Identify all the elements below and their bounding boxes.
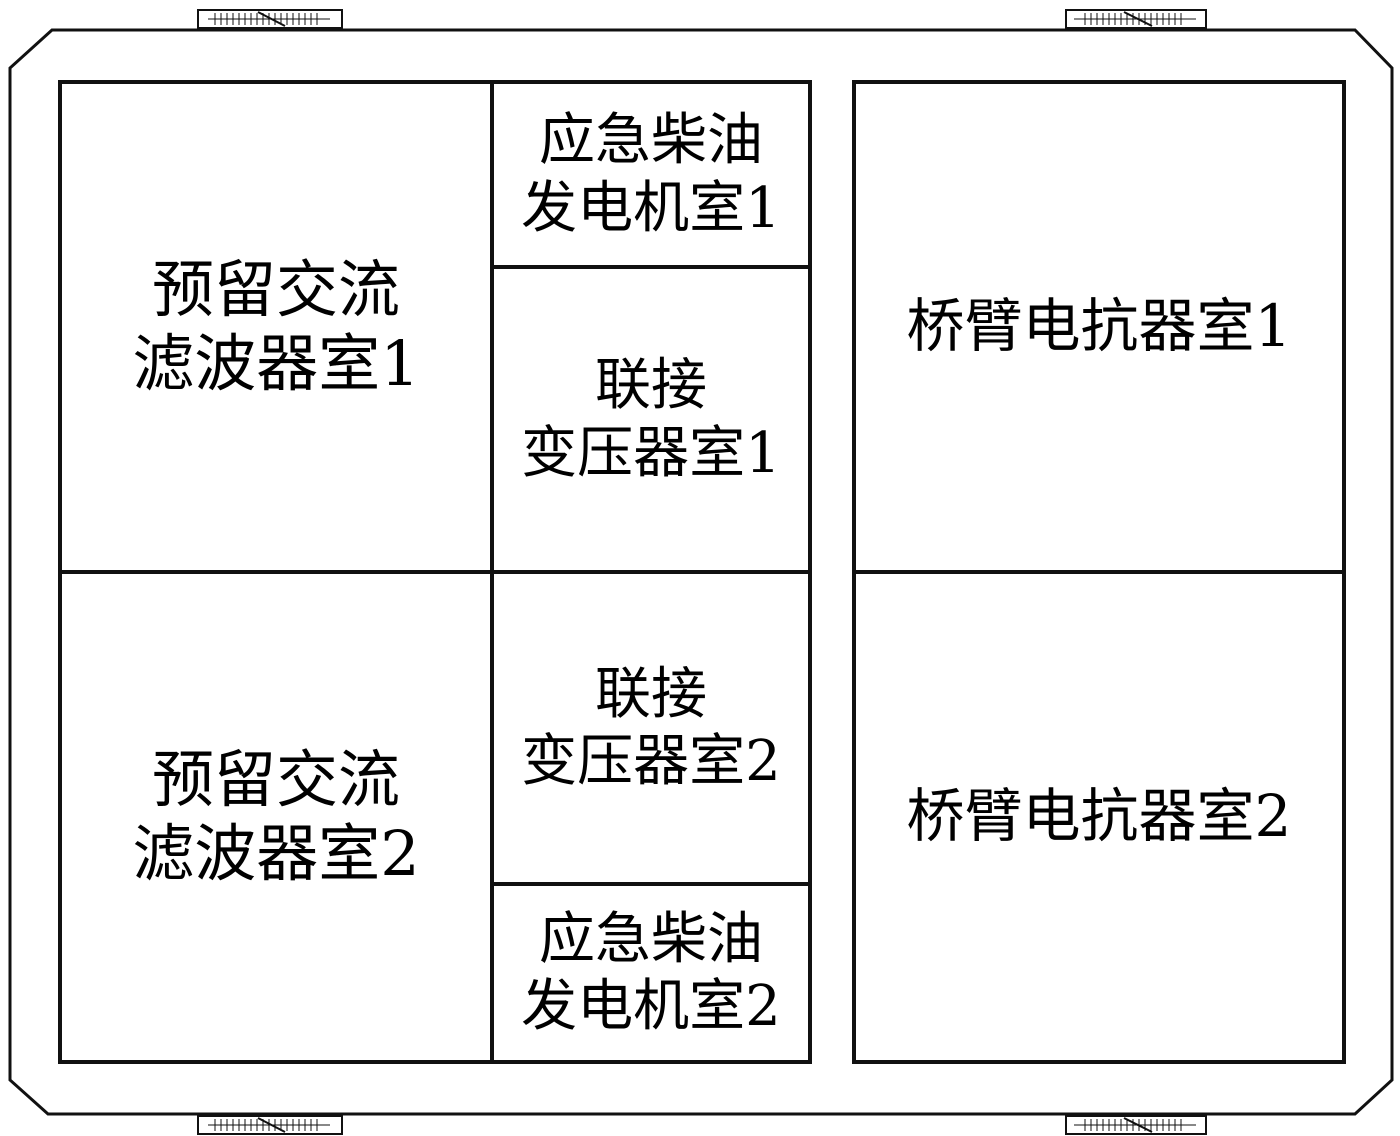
room-label: 桥臂电抗器室1 [907, 292, 1292, 362]
room-label-line-1: 预留交流 [151, 742, 400, 816]
room-label-line-2: 发电机室1 [521, 175, 781, 241]
room-label: 应急柴油 发电机室2 [521, 906, 781, 1040]
room-label-line-2: 滤波器室1 [132, 327, 420, 400]
room-label-line-2: 发电机室2 [521, 974, 781, 1039]
room-label-line-1: 预留交流 [151, 252, 400, 326]
stair-icon [1065, 9, 1207, 29]
room-reactor-2: 桥臂电抗器室2 [852, 570, 1346, 1064]
room-ac-filter-1: 预留交流 滤波器室1 [58, 80, 494, 574]
room-label-line-1: 应急柴油 [538, 906, 763, 972]
stair-icon [197, 1115, 343, 1135]
stair-icon [197, 9, 343, 29]
room-label: 桥臂电抗器室2 [907, 782, 1292, 852]
room-label: 预留交流 滤波器室2 [132, 743, 419, 892]
room-label-line-1: 桥臂电抗器室2 [906, 782, 1292, 851]
room-reactor-1: 桥臂电抗器室1 [852, 80, 1346, 574]
room-label: 预留交流 滤波器室1 [132, 253, 419, 402]
room-label: 联接 变压器室1 [521, 352, 781, 486]
room-label-line-1: 联接 [594, 661, 707, 727]
room-label: 联接 变压器室2 [521, 661, 781, 795]
room-label-line-2: 变压器室1 [521, 420, 781, 486]
room-label: 应急柴油 发电机室1 [521, 107, 781, 241]
room-diesel-2: 应急柴油 发电机室2 [490, 882, 812, 1064]
room-transformer-2: 联接 变压器室2 [490, 570, 812, 886]
room-label-line-1: 应急柴油 [538, 108, 763, 174]
room-label-line-2: 滤波器室2 [132, 817, 420, 890]
stair-icon [1065, 1115, 1207, 1135]
room-diesel-1: 应急柴油 发电机室1 [490, 80, 812, 269]
room-ac-filter-2: 预留交流 滤波器室2 [58, 570, 494, 1064]
room-label-line-1: 桥臂电抗器室1 [906, 292, 1292, 361]
room-label-line-1: 联接 [594, 353, 707, 419]
room-transformer-1: 联接 变压器室1 [490, 265, 812, 574]
room-label-line-2: 变压器室2 [521, 729, 781, 794]
